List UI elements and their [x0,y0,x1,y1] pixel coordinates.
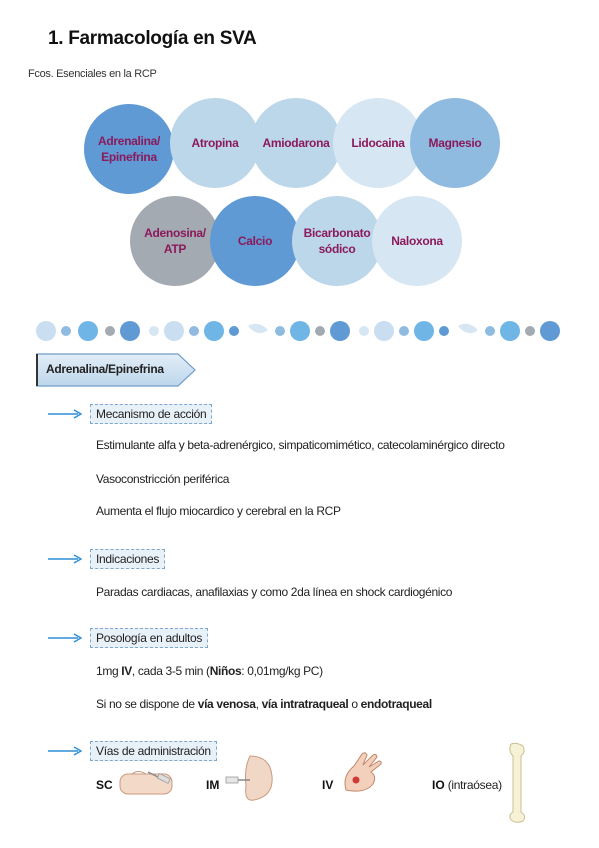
alt-route: vía venosa [197,697,256,711]
indications-text: Paradas cardiacas, anafilaxias y como 2d… [96,585,453,599]
drug-circle-calcio: Calcio [210,196,300,286]
drug-label: Bicarbonato sódico [303,225,371,256]
alt-route: vía intratraqueal [261,697,349,711]
route-io-label: IO (intraósea) [432,778,502,792]
intravenous-hand-illustration [344,752,382,792]
arrow-right-icon [48,409,82,419]
alternate-route-line: Si no se dispone de vía venosa, vía intr… [96,697,432,711]
dose-text: 1mg [96,664,122,678]
chevron-tab-shape [36,353,196,387]
drug-circle-amiodarona: Amiodarona [251,98,341,188]
drug-circle-bicarbonato: Bicarbonato sódico [292,196,382,286]
alt-text: o [348,697,361,711]
drug-label: Adrenalina/ Epinefrina [97,133,161,164]
drug-label: Calcio [237,233,273,248]
decorative-dot-divider [36,321,560,341]
drug-circle-atropina: Atropina [170,98,260,188]
drug-label: Lidocaina [351,135,405,150]
drug-circle-magnesio: Magnesio [410,98,500,188]
arrow-right-icon [48,746,82,756]
mechanism-item: Estimulante alfa y beta-adrenérgico, sim… [96,438,505,452]
route-iv-label: IV [322,778,334,792]
alt-text: Si no se dispone de [96,697,198,711]
label-indicaciones: Indicaciones [90,549,166,569]
section-title: Adrenalina/Epinefrina [46,362,164,376]
dose-text: , cada 3-5 min ( [131,664,210,678]
drug-label: Adenosina/ ATP [144,225,206,256]
drug-label: Amiodarona [262,135,330,150]
subcutaneous-injection-illustration [119,771,173,795]
section-header-tab: Adrenalina/Epinefrina [36,353,196,387]
alt-route: endotraqueal [360,697,433,711]
drug-label: Naloxona [391,233,443,248]
dose-children-text: : 0,01mg/kg PC) [241,664,323,678]
alt-text: , [255,697,262,711]
mechanism-item: Aumenta el flujo miocardico y cerebral e… [96,504,341,518]
drug-circle-lidocaina: Lidocaina [333,98,423,188]
dose-children-label: Niños [209,664,242,678]
page-title: 1. Farmacología en SVA [48,28,257,49]
intramuscular-injection-illustration [225,755,273,801]
bone-illustration [509,742,526,823]
drug-label: Atropina [191,135,239,150]
label-vias: Vías de administración [90,741,217,761]
route-io-code: IO [432,778,445,792]
label-mecanismo: Mecanismo de acción [90,404,213,424]
route-im-label: IM [206,778,220,792]
subtitle: Fcos. Esenciales en la RCP [28,68,157,80]
arrow-right-icon [48,633,82,643]
route-sc-label: SC [96,778,113,792]
drug-label: Magnesio [428,135,482,150]
dose-route: IV [121,664,132,678]
label-posologia: Posología en adultos [90,628,209,648]
route-io-note: (intraósea) [444,778,502,792]
arrow-right-icon [48,554,82,564]
drug-circle-adrenalina: Adrenalina/ Epinefrina [84,104,174,194]
dosage-line: 1mg IV, cada 3-5 min (Niños: 0,01mg/kg P… [96,664,323,678]
drug-circle-naloxona: Naloxona [372,196,462,286]
mechanism-item: Vasoconstricción periférica [96,472,230,486]
drug-circle-adenosina: Adenosina/ ATP [130,196,220,286]
